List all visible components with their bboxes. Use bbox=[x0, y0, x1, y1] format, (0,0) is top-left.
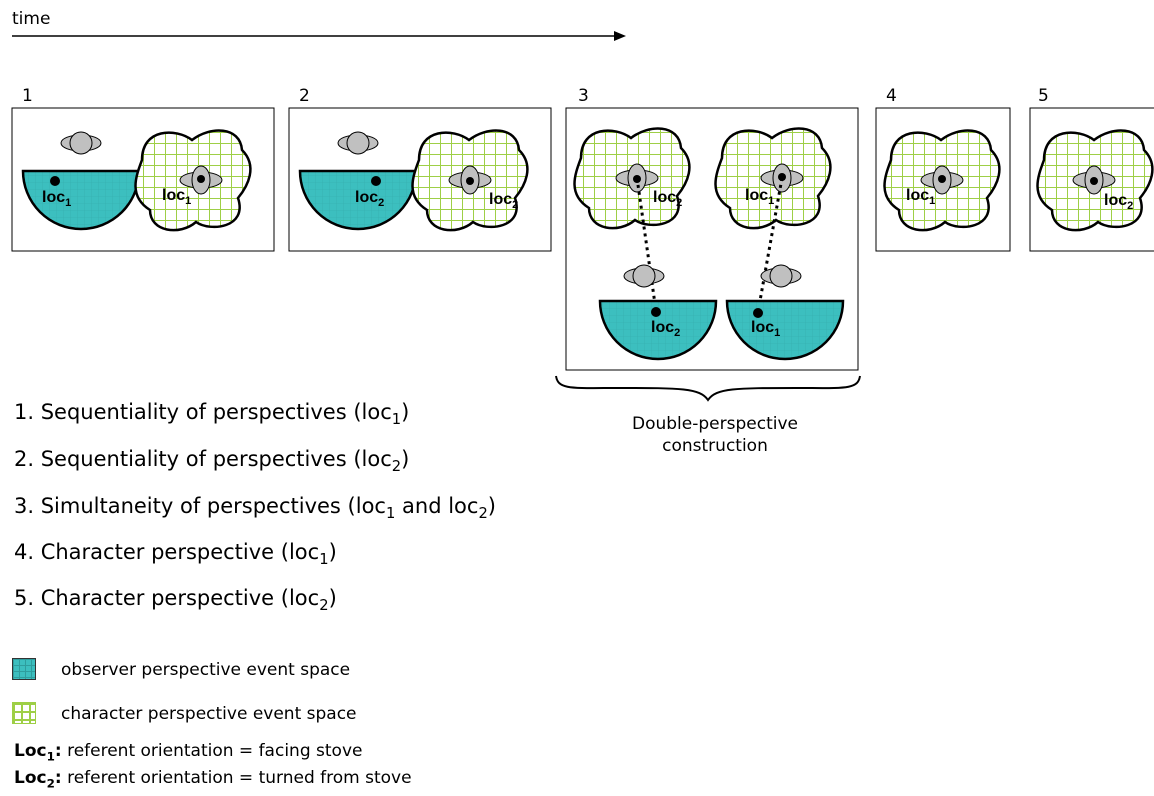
observer-space bbox=[21, 169, 141, 231]
panel-2: loc2 loc2 bbox=[298, 129, 529, 232]
perspective-link bbox=[635, 177, 658, 312]
time-arrow bbox=[12, 31, 626, 41]
loc2-definition: Loc2: referent orientation = turned from… bbox=[14, 768, 412, 791]
list-item: 3. Simultaneity of perspectives (loc1 an… bbox=[14, 494, 496, 523]
legend-observer: observer perspective event space bbox=[61, 660, 351, 680]
observer-space bbox=[598, 299, 718, 361]
panel-number: 1 bbox=[22, 86, 33, 106]
character-figure bbox=[1072, 165, 1116, 195]
panel-4-frame bbox=[875, 107, 1011, 252]
panel-number: 4 bbox=[886, 86, 897, 106]
svg-text:loc2: loc2 bbox=[653, 189, 682, 209]
loc-dot bbox=[371, 176, 381, 186]
double-perspective-brace bbox=[555, 375, 861, 402]
observer-figure bbox=[337, 131, 379, 155]
observer-figure bbox=[60, 131, 102, 155]
panel-5: loc2 bbox=[1036, 129, 1154, 232]
observer-space bbox=[725, 299, 845, 361]
character-figure bbox=[179, 165, 223, 195]
panel-4: loc1 bbox=[883, 129, 1001, 232]
list-item: 4. Character perspective (loc1) bbox=[14, 540, 337, 569]
panel-2-frame bbox=[288, 107, 552, 252]
svg-text:loc1: loc1 bbox=[906, 187, 935, 207]
panel-number: 3 bbox=[578, 86, 589, 106]
svg-text:loc2: loc2 bbox=[355, 189, 384, 209]
svg-text:loc1: loc1 bbox=[751, 319, 780, 339]
svg-text:loc1: loc1 bbox=[745, 187, 774, 207]
panel-number: 2 bbox=[299, 86, 310, 106]
loc-dot bbox=[651, 307, 661, 317]
character-figure bbox=[448, 165, 492, 195]
svg-text:loc2: loc2 bbox=[489, 191, 518, 211]
panel-3-frame bbox=[565, 107, 859, 371]
svg-text:loc1: loc1 bbox=[162, 187, 191, 207]
loc1-definition: Loc1: referent orientation = facing stov… bbox=[14, 741, 363, 764]
panel-1: loc1 loc1 bbox=[21, 129, 252, 232]
svg-text:loc1: loc1 bbox=[42, 189, 71, 209]
list-item: 2. Sequentiality of perspectives (loc2) bbox=[14, 447, 410, 476]
observer-figure bbox=[760, 264, 802, 288]
observer-figure bbox=[623, 264, 665, 288]
panel-5-frame bbox=[1029, 107, 1154, 252]
panel-number: 5 bbox=[1038, 86, 1049, 106]
time-label: time bbox=[12, 9, 51, 29]
list-item: 1. Sequentiality of perspectives (loc1) bbox=[14, 400, 410, 429]
svg-text:loc2: loc2 bbox=[1104, 192, 1133, 212]
character-figure bbox=[920, 165, 964, 195]
loc-dot bbox=[753, 308, 763, 318]
double-perspective-caption: Double-perspective construction bbox=[632, 414, 798, 456]
list-item: 5. Character perspective (loc2) bbox=[14, 586, 337, 615]
legend-character: character perspective event space bbox=[61, 704, 357, 724]
loc-dot bbox=[50, 176, 60, 186]
svg-text:loc2: loc2 bbox=[651, 319, 680, 339]
panel-3: loc2 loc1 loc2 loc1 bbox=[573, 127, 845, 361]
panel-1-frame bbox=[11, 107, 275, 252]
observer-swatch bbox=[12, 658, 36, 680]
character-swatch bbox=[12, 702, 36, 724]
perspective-link bbox=[756, 177, 784, 313]
